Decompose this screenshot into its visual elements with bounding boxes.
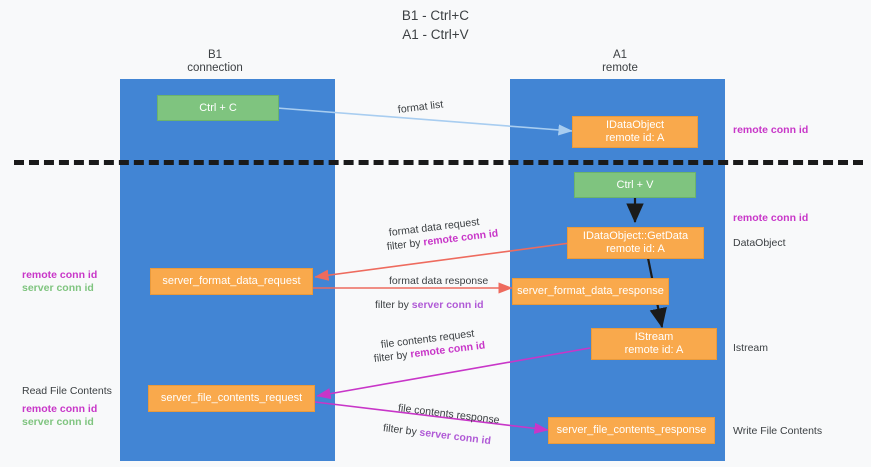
node-idataobject-remote[interactable]: IDataObject remote id: A <box>572 116 698 148</box>
diagram-title: B1 - Ctrl+C A1 - Ctrl+V <box>401 8 470 42</box>
filter-prefix: filter by <box>373 348 412 365</box>
arrow-label-file-contents-response-filter: filter by server conn id <box>382 422 491 448</box>
node-istream-line2: remote id: A <box>624 344 684 356</box>
node-istream[interactable]: IStream remote id: A <box>591 328 717 360</box>
arrow-label-format-data-response-filter: filter by server conn id <box>375 299 484 312</box>
node-istream-line1: IStream <box>634 331 674 343</box>
filter-key-server-conn-id: server conn id <box>411 299 484 311</box>
side-label-left-server-conn-id-2: server conn id <box>22 416 94 428</box>
node-server-format-data-response-label: server_format_data_response <box>517 285 664 297</box>
node-server-file-contents-request-label: server_file_contents_request <box>160 392 303 404</box>
arrow-label-file-contents-response: file contents response <box>397 402 501 427</box>
side-label-istream: Istream <box>733 342 769 354</box>
node-server-file-contents-response[interactable]: server_file_contents_response <box>548 417 715 444</box>
node-ctrl-v-label: Ctrl + V <box>616 178 654 191</box>
arrow-label-format-list: format list <box>397 98 444 116</box>
node-server-format-data-request-label: server_format_data_request <box>162 275 301 287</box>
side-label-left-remote-conn-id: remote conn id <box>22 269 98 281</box>
lane-header-b1: B1 connection <box>187 49 243 74</box>
node-idataobject-remote-line2: remote id: A <box>605 132 665 144</box>
side-label-write-file-contents: Write File Contents <box>733 425 823 437</box>
filter-prefix: filter by <box>382 422 421 439</box>
node-ctrl-v[interactable]: Ctrl + V <box>574 172 696 198</box>
node-server-format-data-request[interactable]: server_format_data_request <box>150 268 313 295</box>
side-label-left-remote-conn-id-2: remote conn id <box>22 403 98 415</box>
node-getdata-line1: IDataObject::GetData <box>582 230 689 242</box>
node-idataobject-remote-line1: IDataObject <box>605 119 665 131</box>
node-server-format-data-response[interactable]: server_format_data_response <box>512 278 669 305</box>
arrow-label-format-data-response: format data response <box>389 275 489 287</box>
node-idataobject-getdata[interactable]: IDataObject::GetData remote id: A <box>567 227 704 259</box>
node-server-file-contents-request[interactable]: server_file_contents_request <box>148 385 315 412</box>
filter-key-server-conn-id: server conn id <box>418 426 492 448</box>
node-server-file-contents-response-label: server_file_contents_response <box>556 424 707 436</box>
phase-separator <box>14 160 863 165</box>
side-label-remote-conn-id-mid: remote conn id <box>733 212 809 224</box>
side-label-remote-conn-id-top: remote conn id <box>733 124 809 136</box>
side-label-dataobject: DataObject <box>733 237 786 249</box>
node-ctrl-c[interactable]: Ctrl + C <box>157 95 279 121</box>
filter-prefix: filter by <box>375 299 412 311</box>
node-ctrl-c-label: Ctrl + C <box>199 101 237 114</box>
node-getdata-line2: remote id: A <box>606 243 665 255</box>
side-label-left-server-conn-id: server conn id <box>22 282 94 294</box>
lane-header-a1: A1 remote <box>602 49 638 74</box>
side-label-read-file-contents: Read File Contents <box>22 385 112 397</box>
